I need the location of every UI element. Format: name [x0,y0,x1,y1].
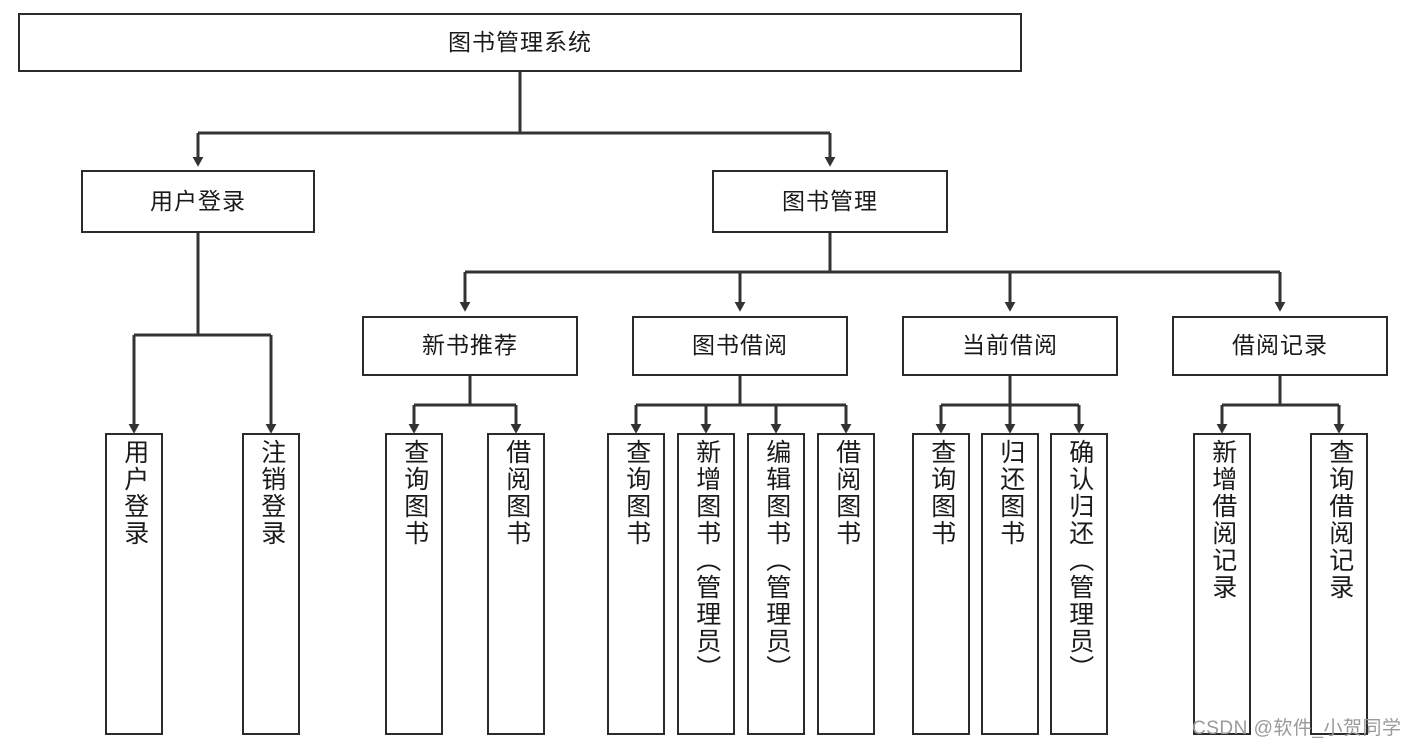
node-label: 归还图书 [996,439,1025,547]
node-new-book-recommend[interactable]: 新书推荐 [362,316,578,376]
node-label: 编辑图书（管理员） [762,439,791,682]
node-leaf-confirm-return-admin[interactable]: 确认归还（管理员） [1050,433,1108,735]
node-leaf-logout[interactable]: 注销登录 [242,433,300,735]
node-label: 当前借阅 [962,332,1058,359]
node-label: 借阅图书 [502,439,531,547]
node-leaf-query-book-borrow[interactable]: 查询图书 [607,433,665,735]
node-current-borrow[interactable]: 当前借阅 [902,316,1118,376]
node-label: 新增借阅记录 [1208,439,1237,601]
node-label: 新增图书（管理员） [692,439,721,682]
node-leaf-query-borrow-record[interactable]: 查询借阅记录 [1310,433,1368,735]
node-label: 借阅记录 [1232,332,1328,359]
node-leaf-return-book[interactable]: 归还图书 [981,433,1039,735]
node-leaf-query-book-current[interactable]: 查询图书 [912,433,970,735]
node-label: 用户登录 [120,439,149,547]
node-leaf-query-book-recommend[interactable]: 查询图书 [385,433,443,735]
node-label: 查询图书 [400,439,429,547]
node-label: 图书管理 [782,187,878,214]
node-label: 新书推荐 [422,332,518,359]
node-book-management[interactable]: 图书管理 [712,170,948,233]
csdn-watermark: CSDN @软件_小贺同学 [1192,718,1402,739]
node-label: 查询图书 [622,439,651,547]
node-root-book-management-system[interactable]: 图书管理系统 [18,13,1022,72]
node-label: 图书借阅 [692,332,788,359]
node-borrow-record[interactable]: 借阅记录 [1172,316,1388,376]
node-label: 用户登录 [150,187,246,214]
node-leaf-add-book-admin[interactable]: 新增图书（管理员） [677,433,735,735]
node-label: 借阅图书 [832,439,861,547]
node-leaf-user-login[interactable]: 用户登录 [105,433,163,735]
node-leaf-borrow-book-recommend[interactable]: 借阅图书 [487,433,545,735]
node-label: 注销登录 [257,439,286,547]
node-label: 查询图书 [927,439,956,547]
node-user-login[interactable]: 用户登录 [81,170,315,233]
node-label: 图书管理系统 [448,28,592,55]
node-leaf-add-borrow-record[interactable]: 新增借阅记录 [1193,433,1251,735]
node-label: 查询借阅记录 [1325,439,1354,601]
node-book-borrow[interactable]: 图书借阅 [632,316,848,376]
node-label: 确认归还（管理员） [1065,439,1094,682]
node-leaf-borrow-book[interactable]: 借阅图书 [817,433,875,735]
node-leaf-edit-book-admin[interactable]: 编辑图书（管理员） [747,433,805,735]
